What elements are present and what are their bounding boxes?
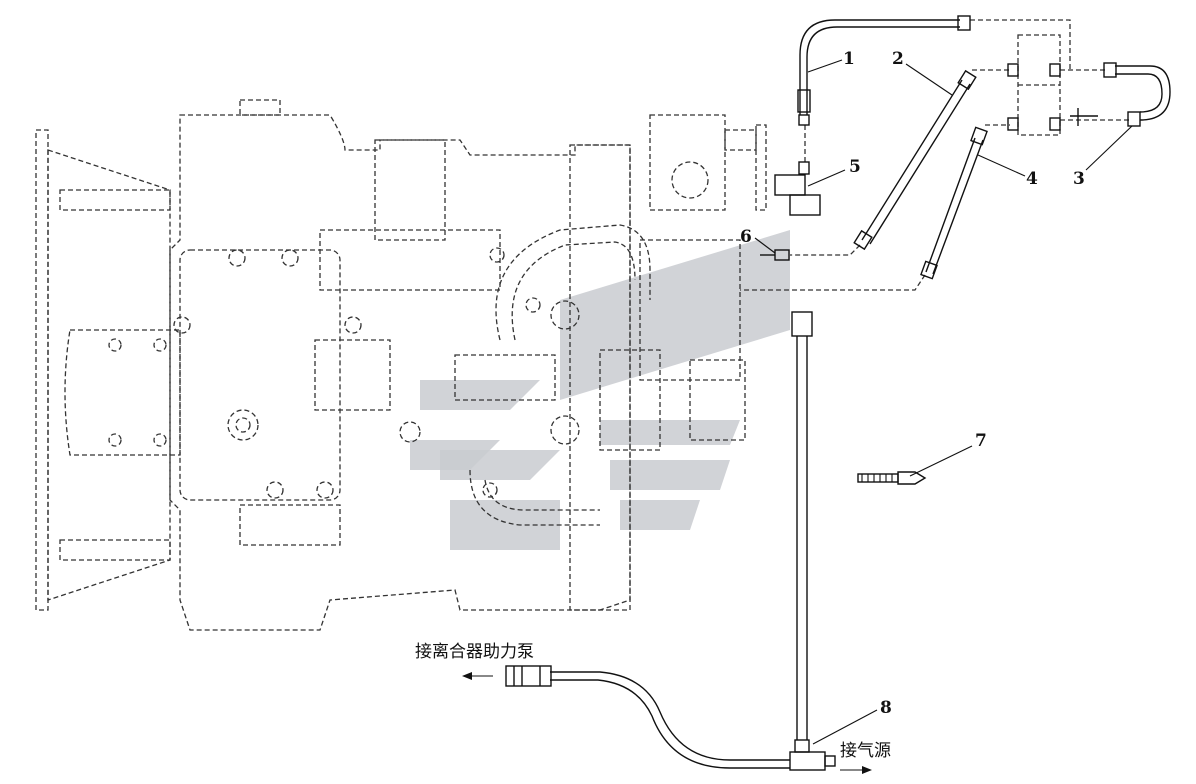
internal-line (495, 224, 651, 341)
text-annotations: 接离合器助力泵 接气源 (415, 642, 891, 761)
bell-housing-cone (47, 149, 171, 601)
bolt (281, 249, 299, 267)
valve-body-rib (689, 359, 746, 441)
arrow-left-icon (462, 672, 472, 680)
pipe-nut (920, 260, 938, 280)
clutch-booster-pump-label: 接离合器助力泵 (415, 642, 534, 662)
hose-fitting (505, 665, 552, 687)
air-source-label: 接气源 (840, 741, 891, 761)
clutch-booster-hose (505, 665, 790, 769)
shift-tower (374, 139, 446, 241)
dashed-routing (740, 19, 1130, 291)
part-8-tee-fitting (789, 739, 836, 771)
valve-body (671, 161, 709, 199)
callout-3: 3 (1073, 169, 1085, 189)
bolt (344, 316, 362, 334)
bolt (489, 247, 505, 263)
pipe-nut (797, 89, 811, 113)
bolt (399, 421, 421, 443)
side-cover (179, 249, 341, 501)
callout-8: 8 (880, 698, 892, 718)
tee-fitting (1070, 108, 1098, 126)
leader-7 (909, 445, 973, 477)
transmission-housing (35, 99, 767, 631)
fitting (1049, 63, 1061, 77)
fitting (1007, 117, 1019, 131)
arrow-right-icon (862, 766, 872, 774)
callout-7: 7 (975, 431, 987, 451)
part-6-connector (760, 249, 790, 261)
callout-5: 5 (849, 157, 861, 177)
pipe-nut (1103, 62, 1117, 78)
pipe-nut (791, 311, 813, 337)
bolt (266, 481, 284, 499)
bell-housing-rib (59, 189, 171, 211)
pipe-nut (957, 15, 971, 31)
route-line (970, 19, 1071, 70)
center-bolt-inner (235, 417, 251, 433)
top-cover (239, 99, 281, 116)
bolt (153, 433, 167, 447)
valve-assembly (649, 114, 726, 211)
leader-8 (812, 709, 878, 745)
leader-3 (1085, 125, 1133, 171)
air-valve-block (1007, 34, 1098, 136)
lower-pan (239, 504, 341, 546)
vertical-air-pipe (791, 311, 813, 740)
part-4-straight-pipe (920, 126, 988, 280)
control-valve-block (314, 339, 391, 411)
bolt (316, 481, 334, 499)
internal-line (469, 469, 600, 526)
bolt (525, 297, 541, 313)
pipe-nut (970, 126, 988, 146)
part-5-elbow-fitting (774, 161, 821, 216)
callout-1: 1 (843, 49, 855, 69)
bolt (108, 338, 122, 352)
bolt (173, 316, 191, 334)
leader-1 (807, 59, 843, 73)
route-line (740, 274, 926, 291)
bolt (482, 482, 498, 498)
bolt (228, 249, 246, 267)
flow-arrows (462, 672, 872, 774)
front-case (569, 144, 631, 611)
fitting (1007, 63, 1019, 77)
callout-4: 4 (1026, 169, 1038, 189)
bolt (550, 300, 580, 330)
pipe-nut (957, 69, 977, 91)
center-bolt (227, 409, 259, 441)
bolt (550, 415, 580, 445)
bell-housing-flange (35, 129, 49, 611)
internal-line (511, 241, 636, 341)
valve-block-plate (454, 354, 556, 401)
callout-labels: 1 2 3 4 5 6 7 8 (740, 49, 1085, 718)
part-7-fitting (857, 471, 927, 485)
pipe-nut (798, 114, 810, 126)
bolt (153, 338, 167, 352)
input-housing (64, 329, 181, 456)
part-2-straight-pipe (853, 69, 977, 251)
pipe-nut (1127, 111, 1141, 127)
leader-2 (905, 63, 953, 96)
pipe-nut (853, 229, 873, 251)
callout-6: 6 (740, 227, 752, 247)
route-line (790, 244, 861, 256)
shift-base (319, 229, 501, 291)
valve-flange (755, 124, 767, 211)
fitting (1049, 117, 1061, 131)
bell-housing-rib-2 (59, 539, 171, 561)
part-1-bent-pipe (797, 15, 971, 126)
main-case (169, 114, 631, 631)
valve-neck (724, 129, 757, 151)
leader-6 (754, 237, 776, 254)
part-3-u-pipe (1103, 62, 1171, 127)
callout-2: 2 (892, 49, 904, 69)
leader-4 (977, 154, 1026, 177)
leader-lines (754, 59, 1133, 745)
bolt (108, 433, 122, 447)
leader-5 (807, 169, 846, 187)
